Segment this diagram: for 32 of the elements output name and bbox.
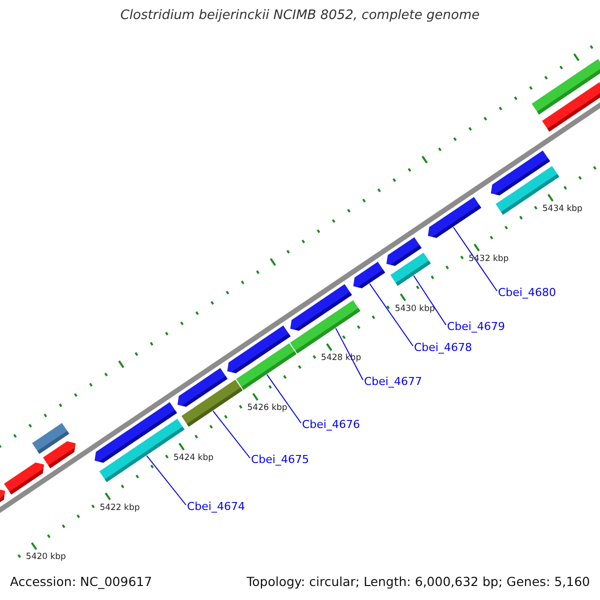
leader-line <box>369 283 414 346</box>
gene-feature <box>532 58 600 114</box>
gene-feature <box>4 462 44 495</box>
gene-feature <box>428 196 482 238</box>
gene-feature <box>181 380 243 427</box>
leader-line <box>335 328 364 380</box>
gene-label: Cbei_4675 <box>251 453 309 466</box>
scale-label: 5420 kbp <box>26 552 66 562</box>
scale-label: 5430 kbp <box>394 304 435 314</box>
gene-label: Cbei_4679 <box>447 320 505 333</box>
map-title: Clostridium beijerinckii NCIMB 8052, complete genome <box>119 8 481 23</box>
gene-label: Cbei_4680 <box>498 286 556 299</box>
gene-feature <box>353 262 386 288</box>
gene-label: Cbei_4677 <box>364 375 422 388</box>
scale-label: 5422 kbp <box>100 502 140 513</box>
gene-label: Cbei_4676 <box>302 418 360 431</box>
gene-feature <box>390 252 431 286</box>
leader-line <box>146 455 186 506</box>
gene-feature <box>236 343 296 390</box>
leader-line <box>413 275 446 326</box>
accession-text: Accession: NC_009617 <box>10 574 152 589</box>
genome-summary-text: Topology: circular; Length: 6,000,632 bp; Genes: 5,160 <box>246 574 590 589</box>
gene-label: Cbei_4674 <box>187 500 245 513</box>
gene-feature <box>0 488 6 504</box>
gene-feature <box>32 423 70 454</box>
leader-line <box>452 226 498 292</box>
scale-label: 5424 kbp <box>173 452 214 463</box>
leader-line <box>266 374 302 424</box>
gene-label: Cbei_4678 <box>414 341 472 354</box>
scale-label: 5434 kbp <box>542 204 582 214</box>
gene-feature <box>290 300 360 354</box>
scale-label: 5426 kbp <box>247 403 288 414</box>
